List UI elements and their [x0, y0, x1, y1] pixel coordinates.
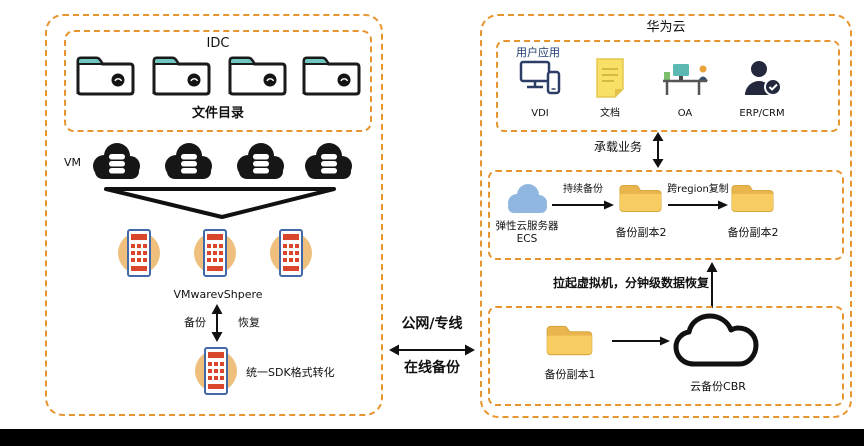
backup-copy2b-label: 备份副本2: [727, 226, 779, 239]
huawei-cloud-box: [480, 14, 852, 418]
backup-copy1-label: 备份副本1: [544, 368, 596, 381]
host-server-icon: [268, 224, 314, 282]
recover-note: 拉起虚拟机，分钟级数据恢复: [552, 276, 709, 290]
arrow-cross-region: [668, 200, 728, 210]
idc-title: IDC: [206, 36, 230, 51]
backup-copy1-folder-icon: [545, 320, 595, 360]
erp-crm-icon: [742, 58, 782, 98]
file-directory-box: [64, 30, 372, 132]
sdk-server-icon: [193, 342, 239, 400]
idc-box: [45, 14, 383, 416]
huawei-cloud-title: 华为云: [646, 20, 686, 35]
backup-copy2a-label: 备份副本2: [615, 226, 667, 239]
funnel-shape: [100, 186, 340, 220]
erp-crm-label: ERP/CRM: [739, 108, 785, 119]
folder-outline-icon: [150, 52, 214, 100]
ecs-cloud-icon: [504, 182, 550, 216]
bottom-bar: [0, 429, 864, 446]
bearing-business-arrow: [652, 132, 664, 168]
vmware-label: VMwarevShpere: [173, 288, 263, 301]
cbr-cloud-icon: [672, 312, 764, 374]
sdk-label: 统一SDK格式转化: [246, 366, 335, 379]
continuous-backup-label: 持续备份: [563, 184, 603, 195]
oa-label: OA: [677, 108, 693, 119]
folder-outline-icon: [300, 52, 364, 100]
user-apps-group-label: 用户应用: [516, 46, 560, 59]
arrow-copy1-to-cbr: [612, 336, 670, 346]
folder-outline-icon: [226, 52, 290, 100]
oa-icon: [659, 58, 711, 98]
ecs-backup-box: [488, 170, 844, 260]
ecs-label: 弹性云服务器 ECS: [490, 220, 564, 246]
vm-cloud-server-icon: [300, 140, 358, 182]
cbr-label: 云备份CBR: [690, 380, 746, 393]
document-icon: [590, 56, 630, 100]
file-directory-label: 文件目录: [191, 106, 244, 121]
host-server-icon: [192, 224, 238, 282]
restore-label: 恢复: [238, 316, 260, 329]
link-label-bottom: 在线备份: [404, 360, 460, 376]
vm-cloud-server-icon: [232, 140, 290, 182]
arrow-ecs-to-copy: [552, 200, 614, 210]
backup-label: 备份: [184, 316, 206, 329]
vdi-label: VDI: [531, 108, 549, 119]
vdi-icon: [518, 58, 562, 98]
link-label-top: 公网/专线: [401, 316, 463, 332]
ecs-label-line1: 弹性云服务器: [495, 220, 559, 232]
online-backup-arrow: [389, 344, 475, 356]
folder-outline-icon: [74, 52, 138, 100]
document-label: 文档: [600, 108, 620, 119]
vm-label: VM: [64, 156, 82, 169]
backup-copy2-folder-icon: [730, 180, 776, 216]
ecs-label-line2: ECS: [516, 233, 538, 246]
vm-cloud-server-icon: [88, 140, 146, 182]
bearing-business-label: 承载业务: [594, 140, 643, 154]
vm-cloud-server-icon: [160, 140, 218, 182]
user-apps-box: [496, 40, 840, 132]
host-server-icon: [116, 224, 162, 282]
cbr-box: [488, 306, 844, 406]
arrow-restore-up: [706, 262, 718, 308]
backup-copy2-folder-icon: [618, 180, 664, 216]
cross-region-label: 跨region复制: [667, 184, 729, 195]
backup-restore-arrow: [211, 304, 223, 342]
